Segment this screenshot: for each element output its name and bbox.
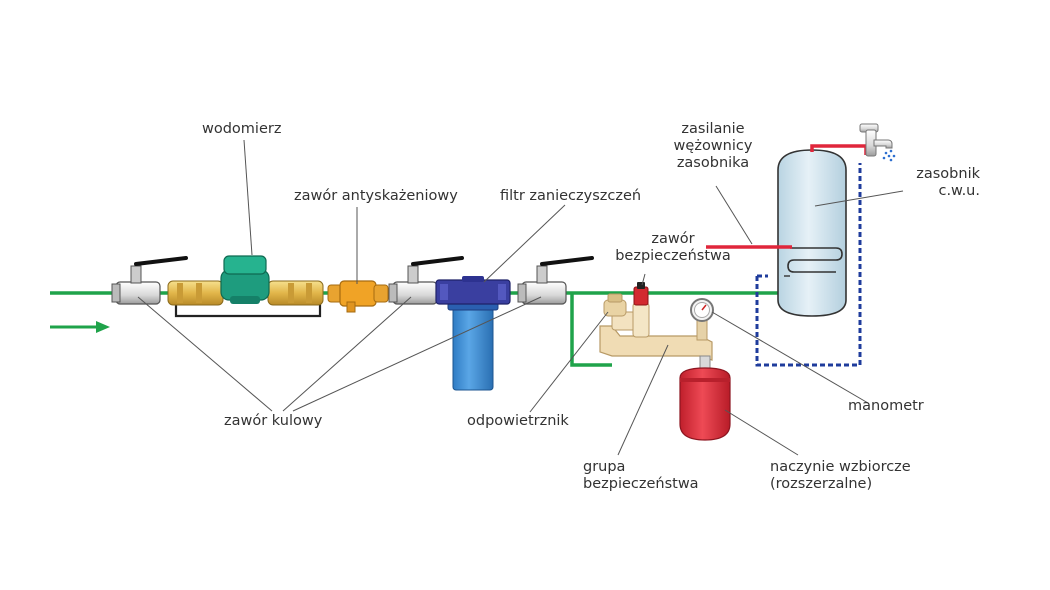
ball-valve-1: [111, 256, 188, 305]
label-coil-supply: zasilanie wężownicy zasobnika: [655, 121, 771, 172]
arrow-right-icon: [50, 321, 110, 333]
label-tank-line2: c.w.u.: [938, 183, 980, 199]
label-safety-group: grupa bezpieczeństwa: [583, 459, 699, 493]
label-dirt-filter: filtr zanieczyszczeń: [500, 188, 642, 204]
label-expansion-vessel-line2: (rozszerzalne): [770, 476, 873, 492]
ball-valve-2: [388, 256, 464, 305]
dirt-filter: [435, 276, 511, 391]
leader-filter: [483, 204, 566, 283]
label-ball-valve: zawór kulowy: [224, 413, 323, 429]
hot-water-tank: [777, 149, 847, 317]
label-coil-supply-line2: wężownicy: [673, 138, 753, 154]
label-safety-valve: zawór bezpieczeństwa: [603, 231, 743, 265]
label-tank-line1: zasobnik: [916, 166, 980, 182]
leader-coil-supply: [715, 185, 753, 245]
label-safety-group-line2: bezpieczeństwa: [583, 476, 699, 492]
water-meter: [167, 255, 324, 306]
label-coil-supply-line1: zasilanie: [681, 121, 745, 137]
label-safety-valve-line1: zawór: [651, 231, 695, 247]
label-water-meter: wodomierz: [202, 121, 282, 137]
leader-expansion-vessel: [724, 409, 799, 456]
label-expansion-vessel: naczynie wzbiorcze (rozszerzalne): [770, 459, 911, 493]
label-air-vent: odpowietrznik: [467, 413, 569, 429]
label-safety-valve-line2: bezpieczeństwa: [615, 248, 731, 264]
label-expansion-vessel-line1: naczynie wzbiorcze: [770, 459, 911, 475]
safety-branch-pipe: [570, 293, 612, 367]
label-tank: zasobnik c.w.u.: [880, 166, 980, 200]
pressure-gauge: [690, 298, 714, 322]
safety-group: [599, 282, 713, 361]
leader-safety-group: [617, 344, 669, 456]
label-coil-supply-line3: zasobnika: [676, 155, 750, 171]
leader-ball-valve-3: [292, 296, 542, 412]
faucet-icon: [859, 123, 896, 162]
label-anti-contamination-valve: zawór antyskażeniowy: [294, 188, 458, 204]
leader-ball-valve-2: [282, 296, 412, 412]
label-safety-group-line1: grupa: [583, 459, 626, 475]
leader-air-vent: [529, 311, 609, 413]
circulation-line: [755, 163, 862, 367]
ball-valve-3: [517, 256, 594, 305]
leader-water-meter: [243, 139, 253, 256]
label-pressure-gauge: manometr: [848, 398, 924, 414]
leader-ball-valve-1: [137, 296, 273, 412]
leader-lines: [137, 139, 904, 456]
anti-contamination-valve: [327, 280, 389, 313]
leader-pressure-gauge: [711, 311, 869, 404]
expansion-vessel: [679, 355, 731, 441]
leader-safety-valve: [641, 273, 646, 286]
leader-tank: [814, 190, 904, 207]
